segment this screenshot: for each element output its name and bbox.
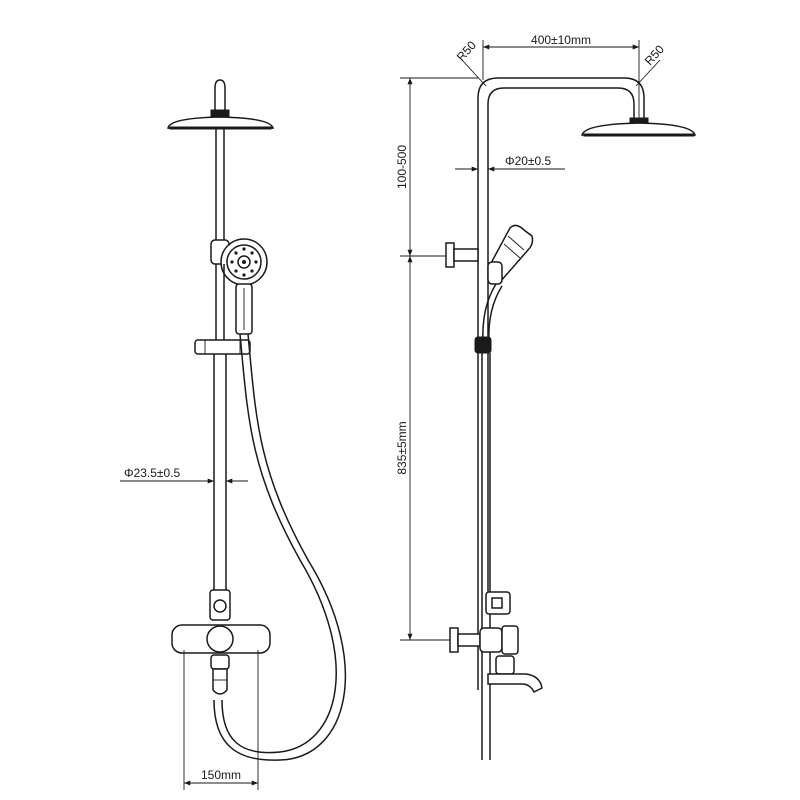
lower-pipe-diameter-label: Φ23.5±0.5 (124, 466, 181, 480)
front-hand-shower (210, 238, 268, 335)
side-overhead-shower-head (581, 117, 696, 137)
bend-radius-left-label: R50 (454, 38, 479, 64)
side-bath-spout (487, 673, 543, 694)
front-lower-riser-pipe (213, 354, 227, 590)
front-mixer-valve (171, 624, 271, 695)
front-overhead-shower-head (167, 79, 275, 130)
side-lower-riser (477, 353, 491, 760)
front-hose (213, 333, 347, 761)
dimension-lines (120, 40, 661, 790)
side-wall-bracket (445, 242, 479, 268)
spray-nozzle-dots (230, 247, 258, 277)
outlet-spacing-label: 150mm (201, 768, 241, 782)
front-view (167, 79, 347, 761)
upper-pipe-diameter-label: Φ20±0.5 (505, 154, 552, 168)
side-hand-shower (482, 224, 534, 343)
side-view (445, 77, 696, 760)
side-shower-arm (477, 77, 645, 560)
dimension-labels: 400±10mm R50 R50 100-500 Φ20±0.5 Φ23.5±0… (124, 33, 667, 782)
side-slider (474, 336, 492, 354)
side-mixer-valve (449, 591, 519, 675)
riser-height-label: 835±5mm (395, 421, 409, 474)
front-diverter (209, 589, 231, 621)
arm-length-label: 400±10mm (531, 33, 591, 47)
riser-extension-label: 100-500 (395, 145, 409, 189)
bend-radius-right-label: R50 (642, 42, 667, 68)
front-slider-bracket (194, 339, 251, 355)
front-upper-riser-pipe (215, 129, 225, 245)
